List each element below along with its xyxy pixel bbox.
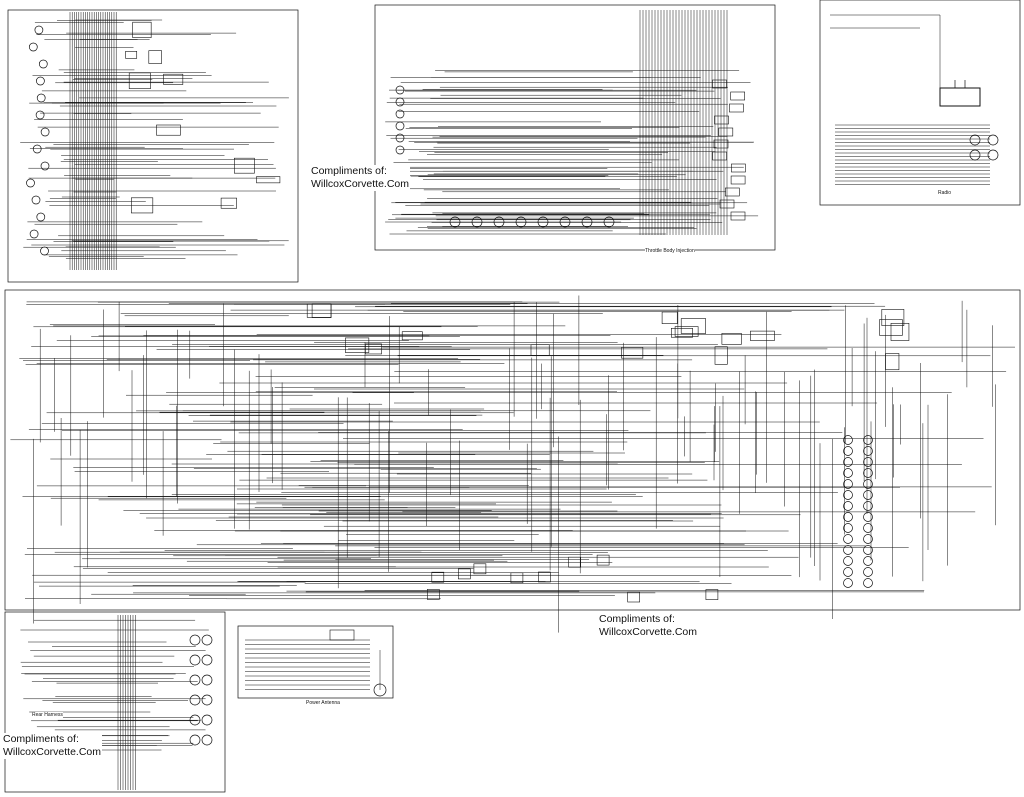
power-antenna-section bbox=[237, 625, 394, 699]
radio-section bbox=[819, 0, 1021, 206]
credit-site: WillcoxCorvette.Com bbox=[599, 626, 698, 638]
credit-line: Compliments of: bbox=[599, 613, 675, 625]
credit-site: WillcoxCorvette.Com bbox=[3, 746, 102, 758]
credit-block: Compliments of: WillcoxCorvette.Com bbox=[598, 613, 699, 639]
credit-block: Compliments of: WillcoxCorvette.Com bbox=[2, 733, 103, 759]
rear-harness-section bbox=[4, 611, 226, 793]
rear-harness-caption: Rear Harness bbox=[32, 712, 63, 718]
credit-block: Compliments of: WillcoxCorvette.Com bbox=[310, 165, 411, 191]
credit-line: Compliments of: bbox=[3, 733, 79, 745]
power-antenna-caption: Power Antenna bbox=[306, 700, 340, 706]
engine-compartment-section bbox=[7, 9, 299, 283]
radio-caption: Radio bbox=[938, 190, 952, 196]
main-harness-section bbox=[4, 289, 1021, 611]
credit-site: WillcoxCorvette.Com bbox=[311, 178, 410, 190]
credit-line: Compliments of: bbox=[311, 165, 387, 177]
battery bbox=[939, 87, 981, 107]
tbi-caption: Throttle Body Injection bbox=[645, 248, 695, 254]
tbi-section bbox=[374, 4, 776, 251]
